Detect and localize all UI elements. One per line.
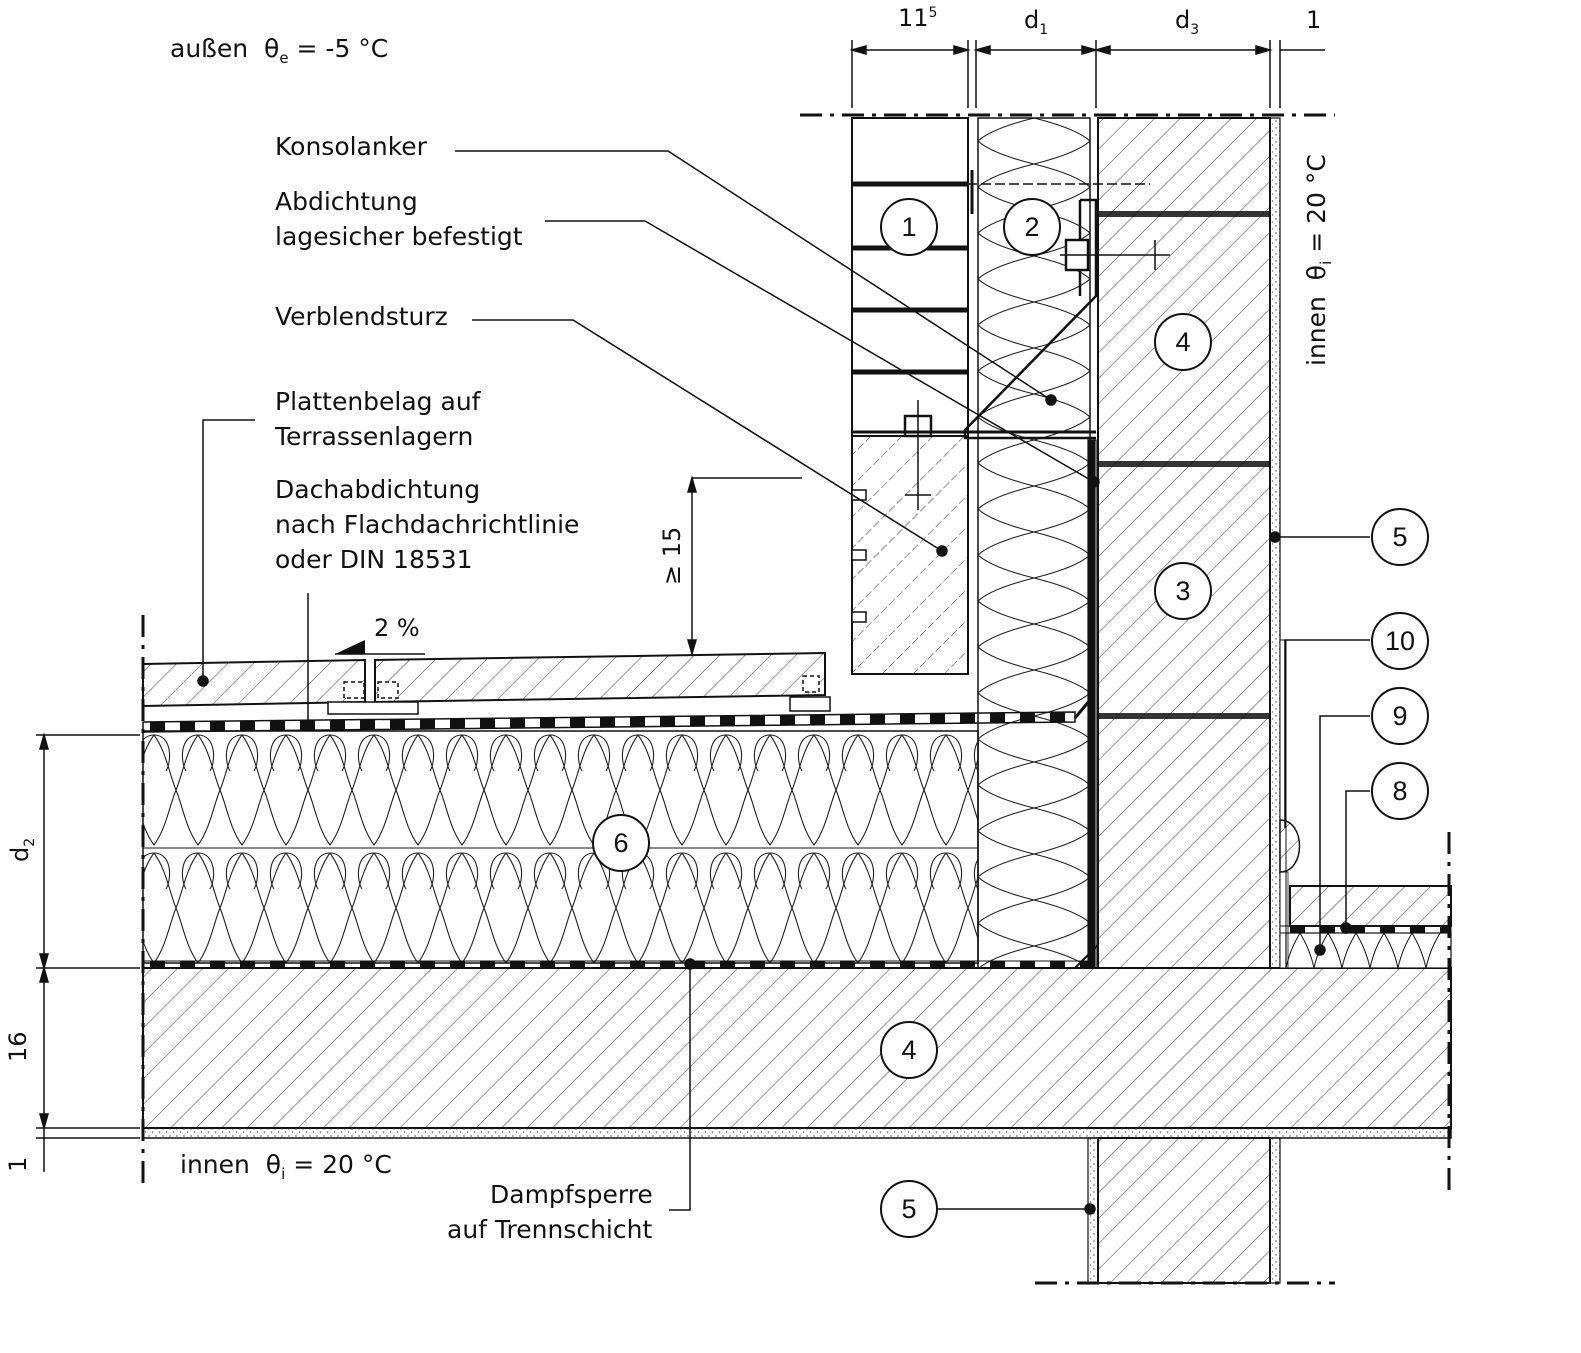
dim-d3-sub: 3 [1190, 21, 1200, 38]
concrete-slab [142, 967, 1452, 1139]
break-lines [141, 113, 1451, 1190]
label-konsolanker: Konsolanker [275, 132, 427, 161]
label-dachabdichtung-1: Dachabdichtung [275, 475, 481, 504]
dim-brick-value: 11 [898, 4, 929, 32]
dim-brick-sup: 5 [928, 5, 938, 21]
dim-d1: d1 [1024, 6, 1048, 38]
inside-word: innen [180, 1150, 250, 1179]
dim-d1-sub: 1 [1039, 21, 1049, 38]
dim-d2: d2 [6, 838, 38, 862]
outside-value: = -5 °C [288, 34, 389, 63]
marker-10: 10 [1371, 612, 1429, 670]
label-dachabdichtung-2: nach Flachdachrichtlinie [275, 510, 580, 539]
inside-climate-label-vertical: innen θi = 20 °C [1302, 154, 1335, 366]
inner-masonry-wall [1097, 117, 1287, 969]
marker-9: 9 [1371, 687, 1429, 745]
dim-d2-value: d [6, 846, 34, 862]
outside-climate-label: außen θe = -5 °C [170, 34, 388, 67]
marker-4-wall: 4 [1154, 313, 1212, 371]
roof-insulation [142, 730, 979, 964]
inside-sub-v: i [1317, 260, 1335, 265]
inside-value: = 20 °C [285, 1150, 392, 1179]
marker-1: 1 [880, 198, 938, 256]
paving-slabs [142, 640, 831, 715]
dim-d3-value: d [1175, 6, 1191, 34]
leader-lines [197, 150, 1370, 1215]
label-abdichtung-1: Abdichtung [275, 187, 418, 216]
facing-brick-wall [851, 117, 969, 675]
inside-symbol-v: θ [1302, 264, 1331, 281]
label-abdichtung-2: lagesicher befestigt [275, 222, 523, 251]
wall-waterproofing [1087, 439, 1097, 969]
outside-word: außen [170, 34, 249, 63]
inside-sub: i [281, 1165, 286, 1183]
interior-floor [1279, 819, 1452, 969]
dimension-lines [36, 40, 1325, 1172]
marker-2: 2 [1003, 198, 1061, 256]
label-dachabdichtung-3: oder DIN 18531 [275, 545, 473, 574]
label-plattenbelag-2: Terrassenlagern [275, 422, 474, 451]
inside-value-v: = 20 °C [1302, 154, 1331, 261]
label-dampfsperre-2: auf Trennschicht [447, 1215, 653, 1244]
marker-3: 3 [1154, 562, 1212, 620]
outside-symbol: θ [264, 34, 280, 63]
dim-upstand: ≥ 15 [658, 526, 686, 585]
marker-8: 8 [1371, 762, 1429, 820]
dim-plaster-left: 1 [4, 1156, 32, 1172]
dim-slab: 16 [4, 1031, 32, 1062]
marker-5-ceiling: 5 [880, 1180, 938, 1238]
lower-wall [1035, 1137, 1335, 1285]
inside-climate-label-bottom: innen θi = 20 °C [180, 1150, 392, 1183]
label-plattenbelag-1: Plattenbelag auf [275, 387, 481, 416]
roof-waterproofing [142, 699, 1092, 733]
console-anchor [852, 170, 1170, 510]
inside-word-v: innen [1302, 296, 1331, 366]
marker-5-wall: 5 [1371, 508, 1429, 566]
dim-d1-value: d [1024, 6, 1040, 34]
dim-d2-sub: 2 [21, 837, 38, 847]
label-verblendsturz: Verblendsturz [275, 302, 448, 331]
dim-plaster-top: 1 [1306, 6, 1322, 34]
dim-d3: d3 [1175, 6, 1199, 38]
marker-6: 6 [592, 814, 650, 872]
marker-4-slab: 4 [880, 1021, 938, 1079]
label-dampfsperre-1: Dampfsperre [490, 1180, 653, 1209]
dim-brick: 115 [898, 4, 937, 32]
outside-sub: e [279, 49, 289, 67]
inside-symbol: θ [265, 1150, 282, 1179]
slope-label: 2 % [374, 614, 420, 642]
